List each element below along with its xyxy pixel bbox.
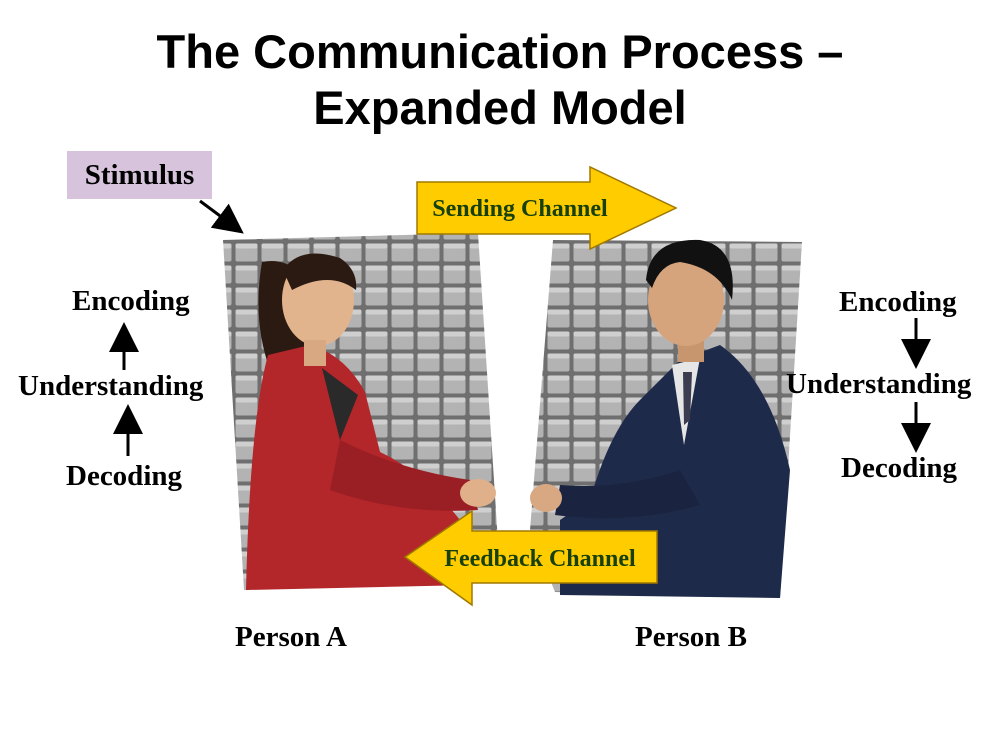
title-line-2: Expanded Model xyxy=(313,81,687,134)
person-a-label: Person A xyxy=(235,621,347,653)
person-a-neck xyxy=(304,340,326,366)
person-a-arm xyxy=(330,440,478,511)
person-b-hand xyxy=(530,484,562,512)
sending-channel-arrow: Sending Channel xyxy=(416,165,678,251)
person-a-hair-top xyxy=(283,253,357,290)
person-a-photo xyxy=(223,233,523,590)
person-b-arm xyxy=(555,470,700,519)
person-b-encoding: Encoding xyxy=(839,286,957,318)
person-a-encoding: Encoding xyxy=(72,285,190,317)
person-b-understanding: Understanding xyxy=(786,368,972,400)
person-a-understanding: Understanding xyxy=(18,370,204,402)
person-a-hand xyxy=(460,479,496,507)
person-b-face xyxy=(648,254,724,346)
stimulus-pointer-arrow xyxy=(199,199,244,234)
slide-title: The Communication Process – Expanded Mod… xyxy=(0,24,1000,136)
feedback-channel-arrow: Feedback Channel xyxy=(403,509,658,607)
person-b-decoding: Decoding xyxy=(841,452,957,484)
person-b-hair xyxy=(646,239,733,300)
person-b-label: Person B xyxy=(635,621,747,653)
sending-channel-label: Sending Channel xyxy=(432,196,608,222)
person-a-decoding: Decoding xyxy=(66,460,182,492)
person-b-tie xyxy=(683,372,692,425)
person-a-top xyxy=(322,368,358,440)
title-line-1: The Communication Process – xyxy=(156,25,844,78)
stimulus-box: Stimulus xyxy=(67,151,212,199)
feedback-channel-label: Feedback Channel xyxy=(444,546,636,572)
